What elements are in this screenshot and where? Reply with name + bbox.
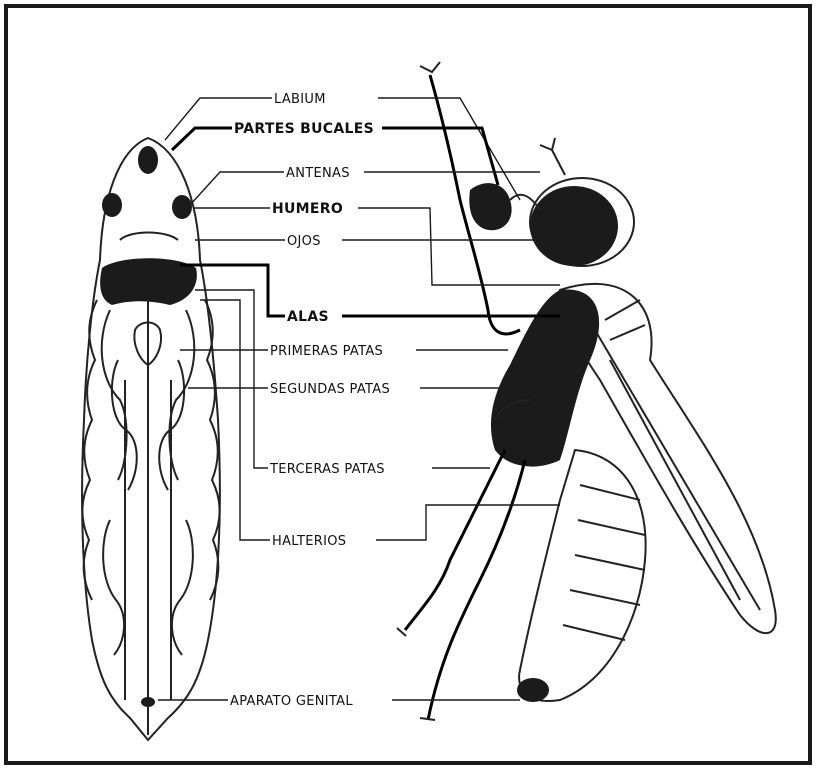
pupa-head-line bbox=[120, 233, 178, 241]
label-antenas: ANTENAS bbox=[286, 166, 350, 181]
pupa-left-eye bbox=[102, 193, 122, 217]
pupa-lower-loop-right bbox=[172, 520, 193, 655]
fly-wing-vein-2 bbox=[610, 360, 740, 600]
pupa-segments-right bbox=[205, 300, 220, 600]
label-alas: ALAS bbox=[287, 309, 329, 325]
label-halterios: HALTERIOS bbox=[272, 534, 346, 549]
pupa-segments-left bbox=[82, 300, 97, 600]
fly-leg-tarsi bbox=[397, 628, 435, 720]
fly-antenna bbox=[540, 138, 565, 175]
label-partes-bucales: PARTES BUCALES bbox=[234, 121, 374, 137]
pupa-right-eye bbox=[172, 195, 192, 219]
fly-mouthparts bbox=[469, 183, 511, 230]
label-ojos: OJOS bbox=[287, 234, 321, 249]
leader-antenas-left bbox=[190, 172, 284, 205]
pupa-wing-pad-right bbox=[169, 310, 194, 480]
pupa-lower-loop-left bbox=[103, 520, 124, 655]
label-humero: HUMERO bbox=[272, 201, 343, 217]
pupa-body-outline bbox=[82, 138, 220, 740]
fly-wing-cross-veins bbox=[605, 300, 645, 340]
adult-fly-illustration bbox=[397, 62, 776, 720]
leader-partes-bucales-left bbox=[172, 128, 232, 150]
fly-genital bbox=[517, 678, 549, 702]
label-terceras-patas: TERCERAS PATAS bbox=[269, 462, 385, 477]
fly-abdomen bbox=[519, 450, 646, 701]
diagram-frame bbox=[6, 6, 810, 763]
label-labium: LABIUM bbox=[274, 92, 326, 107]
label-primeras-patas: PRIMERAS PATAS bbox=[270, 344, 383, 359]
leader-terceras-left bbox=[195, 290, 268, 468]
pupa-illustration bbox=[82, 138, 220, 740]
pupa-mouthparts bbox=[138, 146, 158, 174]
fly-compound-eye bbox=[530, 186, 618, 266]
pupa-genital bbox=[141, 697, 155, 707]
pupa-wing-pad-left bbox=[102, 310, 127, 480]
fly-front-tarsus bbox=[420, 62, 440, 72]
fly-hind-leg bbox=[428, 460, 525, 720]
leader-partes-bucales-right bbox=[382, 128, 498, 185]
label-segundas-patas: SEGUNDAS PATAS bbox=[270, 382, 390, 397]
label-aparato-genital: APARATO GENITAL bbox=[230, 694, 353, 709]
